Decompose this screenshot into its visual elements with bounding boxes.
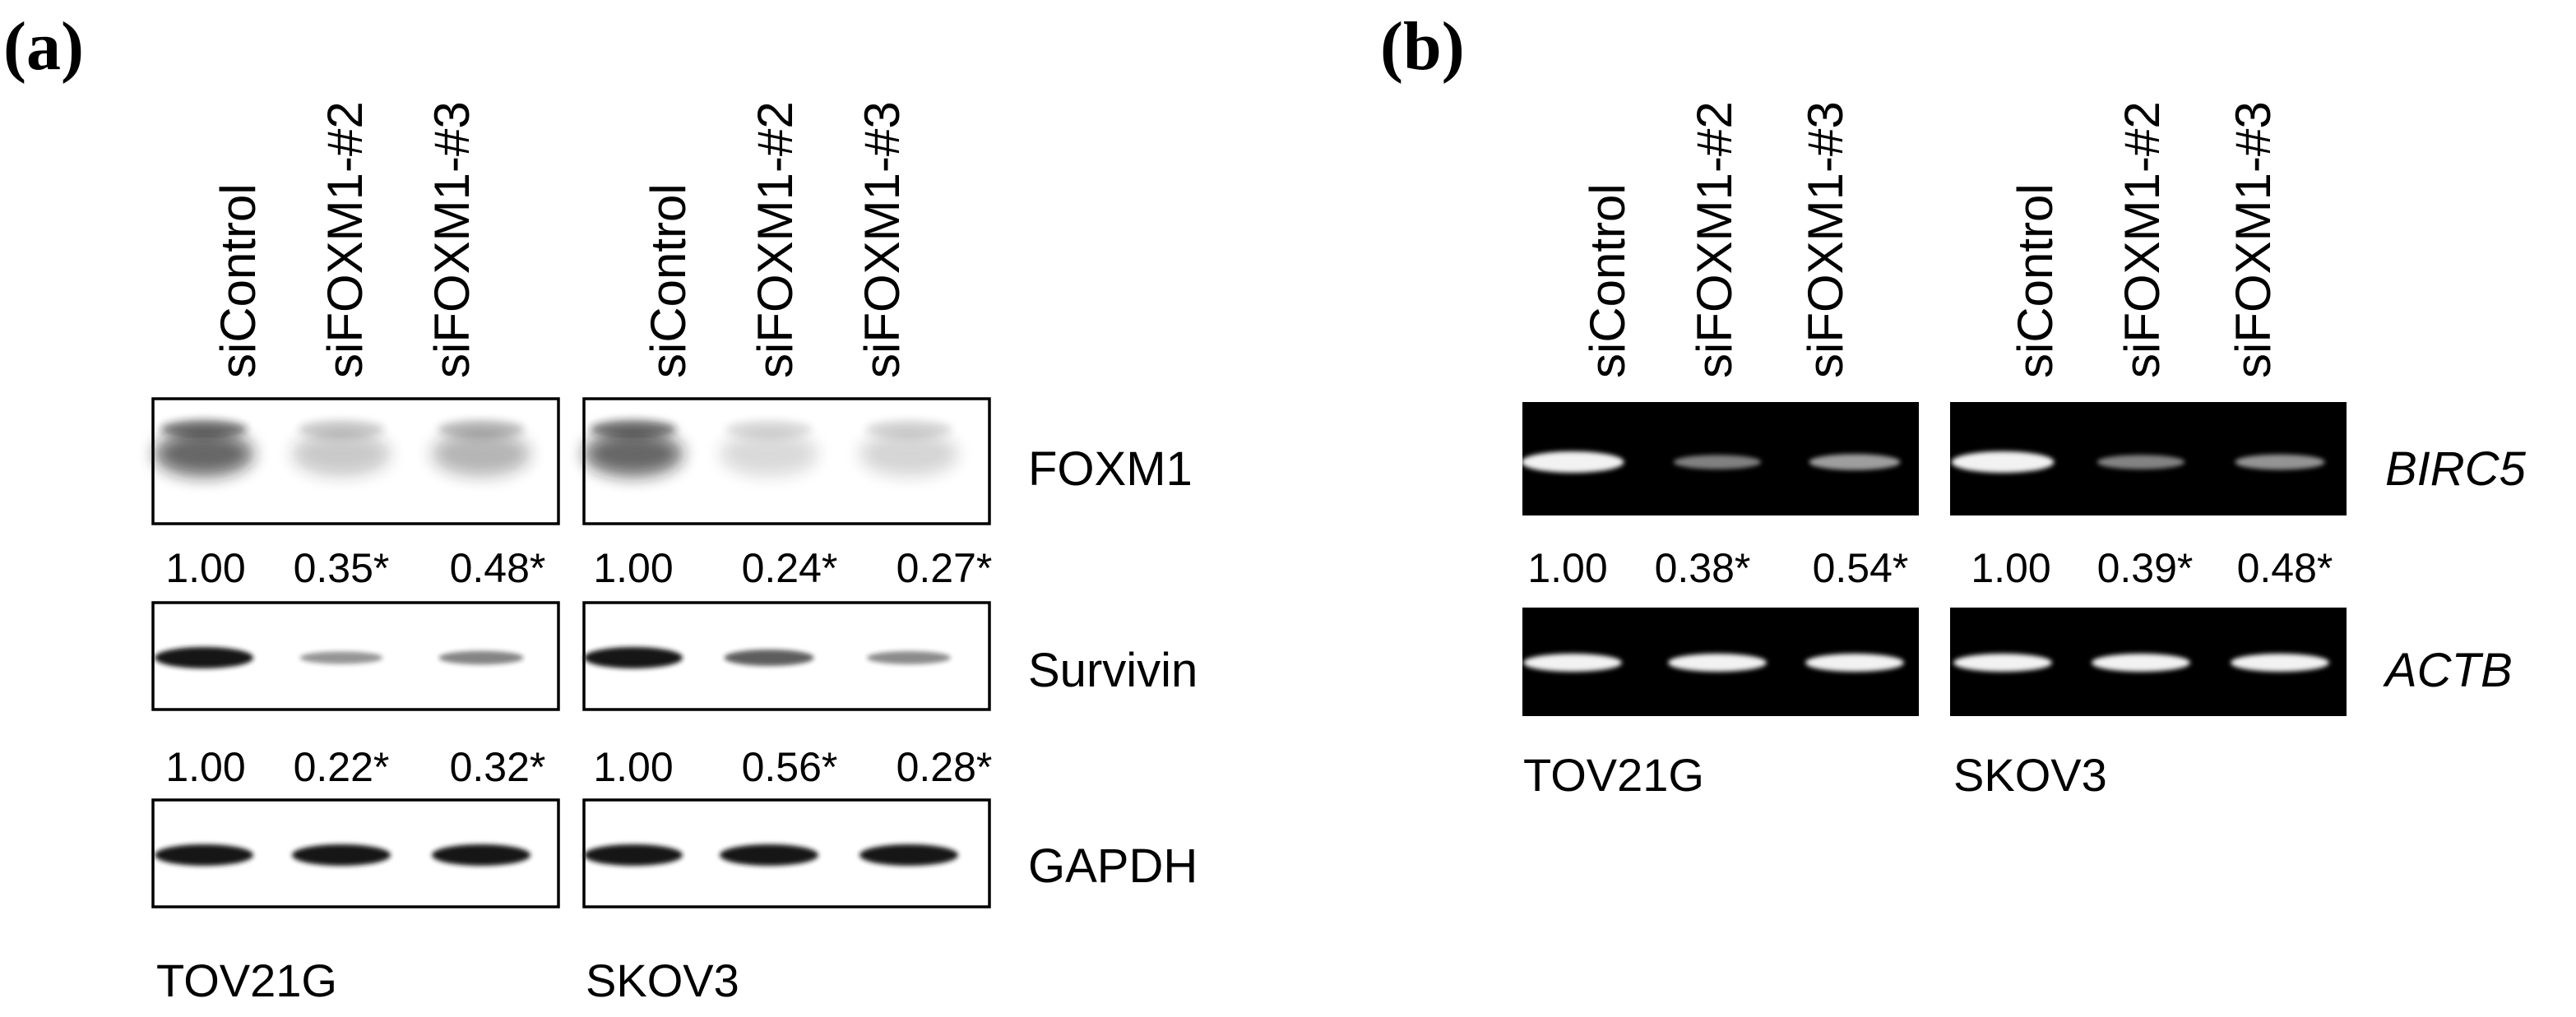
panel-b: (b) siControl siFOXM1-#2 siFOXM1-#3 siCo…: [1380, 8, 2527, 801]
band-birc5-skov3-3: [2235, 454, 2325, 470]
birc5-bands: [1521, 451, 2325, 473]
lane-label-b-tov21g-3: siFOXM1-#3: [1798, 101, 1853, 378]
band-gapdh-skov3-2: [720, 844, 818, 866]
lane-label-a-tov21g-1: siControl: [211, 183, 266, 378]
ratio-foxm1-tov21g-1: 1.00: [165, 545, 245, 591]
band-survivin-tov21g-2: [299, 651, 383, 664]
cell-line-label-a-skov3: SKOV3: [586, 955, 739, 1006]
band-foxm1-skov3-2-upper: [725, 420, 813, 438]
lane-label-a-tov21g-3: siFOXM1-#3: [424, 101, 480, 378]
band-birc5-skov3-1: [1951, 451, 2055, 473]
ratio-birc5-tov21g-3: 0.54*: [1813, 545, 1909, 591]
ratio-birc5-tov21g-2: 0.38*: [1655, 545, 1751, 591]
survivin-bands: [155, 647, 951, 668]
band-foxm1-skov3-2: [720, 431, 818, 477]
band-birc5-skov3-2: [2096, 455, 2185, 469]
ratio-survivin-skov3-3: 0.28*: [897, 744, 993, 790]
lane-label-a-skov3-1: siControl: [641, 183, 696, 378]
panel-b-letter: (b): [1380, 8, 1465, 85]
ratio-foxm1-tov21g-2: 0.35*: [294, 545, 390, 591]
ratio-foxm1-skov3-2: 0.24*: [742, 545, 838, 591]
band-actb-tov21g-1: [1523, 654, 1622, 672]
band-foxm1-skov3-1-upper: [590, 420, 677, 438]
ratio-foxm1-tov21g-3: 0.48*: [450, 545, 546, 591]
row-label-foxm1: FOXM1: [1028, 442, 1193, 496]
band-survivin-skov3-1: [584, 647, 683, 668]
band-actb-tov21g-3: [1805, 654, 1904, 672]
row-label-birc5: BIRC5: [2385, 442, 2527, 496]
actb-bands: [1523, 654, 2329, 672]
band-foxm1-skov3-1: [584, 431, 683, 477]
band-actb-skov3-3: [2231, 654, 2329, 672]
band-survivin-skov3-3: [867, 651, 951, 664]
ratio-foxm1-skov3-3: 0.27*: [897, 545, 993, 591]
ratio-survivin-tov21g-2: 0.22*: [294, 744, 390, 790]
band-birc5-tov21g-1: [1521, 451, 1624, 473]
foxm1-bands: [155, 420, 958, 477]
band-foxm1-tov21g-2: [292, 431, 391, 477]
lane-label-b-skov3-1: siControl: [2008, 183, 2063, 378]
lane-label-a-skov3-2: siFOXM1-#2: [748, 101, 803, 378]
row-label-actb: ACTB: [2383, 644, 2513, 697]
band-survivin-skov3-2: [724, 649, 814, 666]
lane-label-b-tov21g-2: siFOXM1-#2: [1687, 101, 1742, 378]
band-gapdh-skov3-1: [584, 844, 683, 866]
band-actb-skov3-2: [2092, 654, 2190, 672]
band-survivin-tov21g-3: [438, 650, 524, 665]
band-foxm1-tov21g-1-upper: [160, 420, 248, 438]
cell-line-label-a-tov21g: TOV21G: [156, 955, 337, 1006]
band-foxm1-tov21g-2-upper: [298, 420, 385, 438]
cell-line-label-b-tov21g: TOV21G: [1523, 749, 1704, 801]
ratio-foxm1-skov3-1: 1.00: [593, 545, 673, 591]
band-gapdh-tov21g-3: [432, 844, 530, 866]
lane-label-b-skov3-2: siFOXM1-#2: [2115, 101, 2170, 378]
panel-a-letter: (a): [3, 8, 84, 85]
lane-label-b-skov3-3: siFOXM1-#3: [2226, 101, 2281, 378]
ratio-survivin-tov21g-1: 1.00: [165, 744, 245, 790]
band-actb-skov3-1: [1953, 654, 2052, 672]
gapdh-bands: [155, 844, 958, 866]
row-label-gapdh: GAPDH: [1028, 839, 1198, 893]
lane-label-b-tov21g-1: siControl: [1580, 183, 1635, 378]
panel-a: (a) siControl siFOXM1-#2 siFOXM1-#3 siCo…: [3, 8, 1198, 1006]
lane-label-a-skov3-3: siFOXM1-#3: [855, 101, 910, 378]
band-birc5-tov21g-3: [1809, 454, 1901, 470]
ratio-survivin-skov3-1: 1.00: [593, 744, 673, 790]
ratio-survivin-tov21g-3: 0.32*: [450, 744, 546, 790]
lane-label-a-tov21g-2: siFOXM1-#2: [317, 101, 373, 378]
cell-line-label-b-skov3: SKOV3: [1953, 749, 2107, 801]
ratio-birc5-skov3-1: 1.00: [1971, 545, 2050, 591]
ratio-birc5-skov3-3: 0.48*: [2237, 545, 2333, 591]
row-label-survivin: Survivin: [1028, 644, 1198, 697]
band-survivin-tov21g-1: [155, 647, 253, 668]
band-gapdh-tov21g-2: [292, 844, 391, 866]
band-foxm1-tov21g-1: [155, 431, 253, 477]
band-foxm1-tov21g-3-upper: [438, 420, 525, 438]
band-foxm1-skov3-3: [859, 431, 958, 477]
band-foxm1-tov21g-3: [432, 431, 530, 477]
ratio-birc5-skov3-2: 0.39*: [2097, 545, 2194, 591]
band-actb-tov21g-2: [1668, 654, 1767, 672]
ratio-survivin-skov3-2: 0.56*: [742, 744, 838, 790]
ratio-birc5-tov21g-1: 1.00: [1527, 545, 1607, 591]
band-birc5-tov21g-2: [1673, 455, 1762, 469]
band-gapdh-tov21g-1: [155, 844, 253, 866]
band-foxm1-skov3-3-upper: [865, 420, 952, 438]
band-gapdh-skov3-3: [859, 844, 958, 866]
